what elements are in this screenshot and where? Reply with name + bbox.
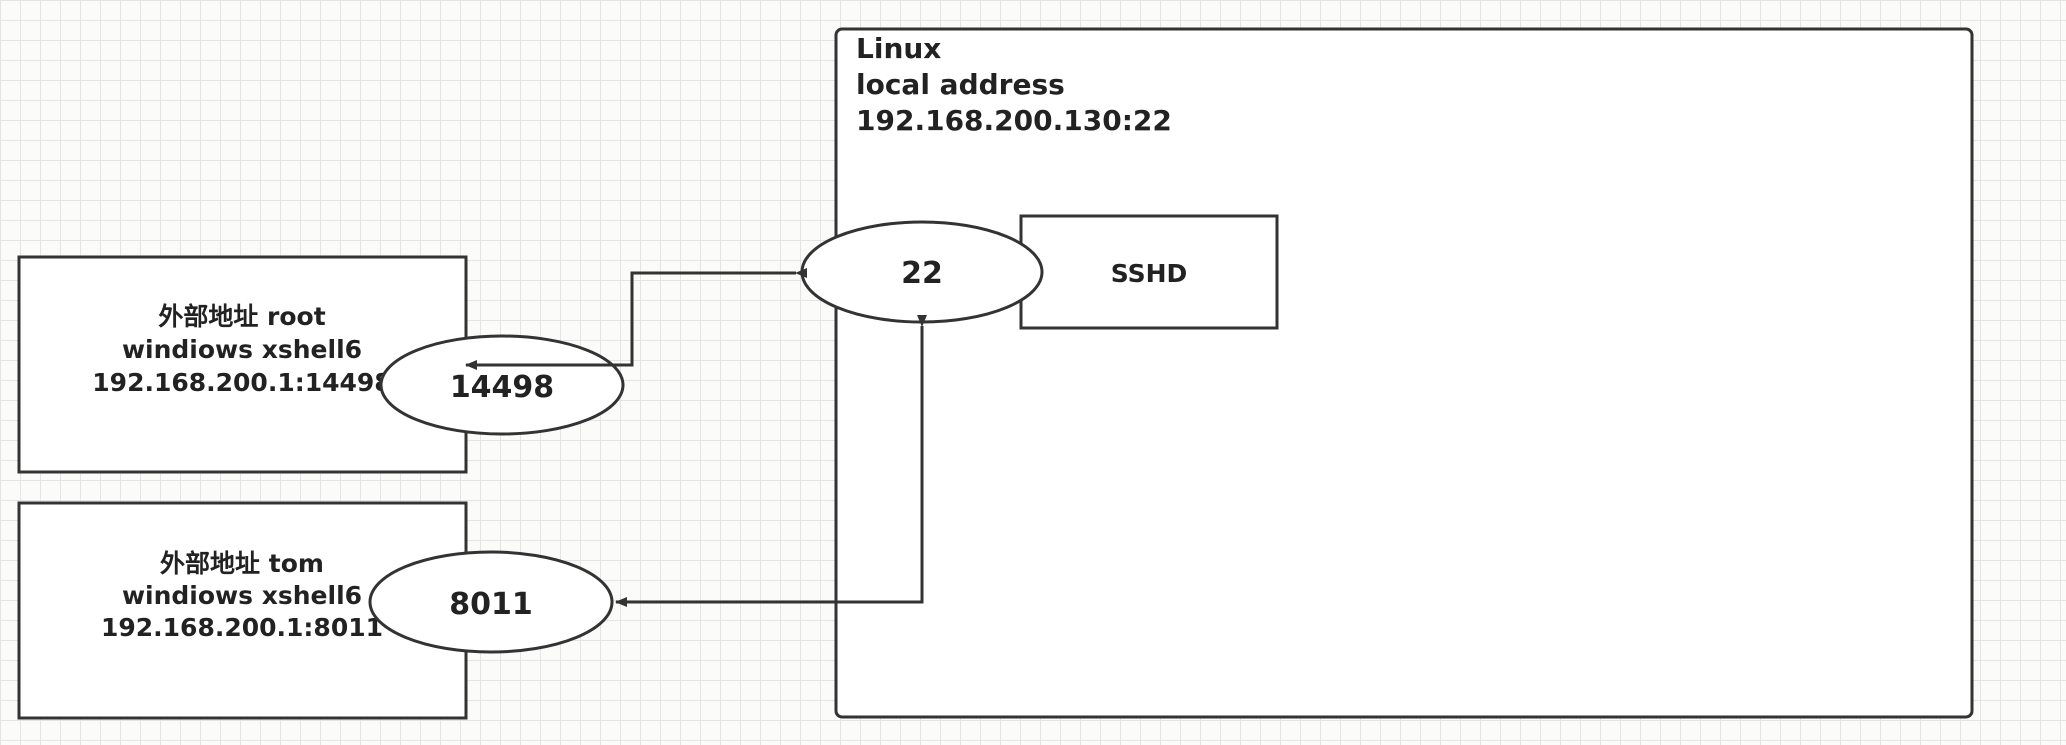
client-root-line2: windiows xshell6 (122, 335, 362, 364)
port-8011-label: 8011 (449, 587, 533, 622)
linux-title: Linux (856, 32, 941, 65)
client-tom-line3: 192.168.200.1:8011 (101, 613, 383, 642)
client-root-line1: 外部地址 root (158, 302, 325, 331)
linux-address: 192.168.200.130:22 (856, 104, 1172, 137)
sshd-label: SSHD (1111, 259, 1188, 288)
client-root-line3: 192.168.200.1:14498 (92, 368, 391, 397)
linux-subtitle: local address (856, 68, 1065, 101)
sshd-box (1019, 214, 1279, 330)
client-tom-line1: 外部地址 tom (160, 549, 324, 578)
client-tom-line2: windiows xshell6 (122, 581, 362, 610)
port-8011-node (368, 550, 614, 654)
port-14498-label: 14498 (450, 370, 554, 405)
connector-22-to-8011 (615, 315, 927, 607)
port-22-label: 22 (901, 256, 943, 291)
